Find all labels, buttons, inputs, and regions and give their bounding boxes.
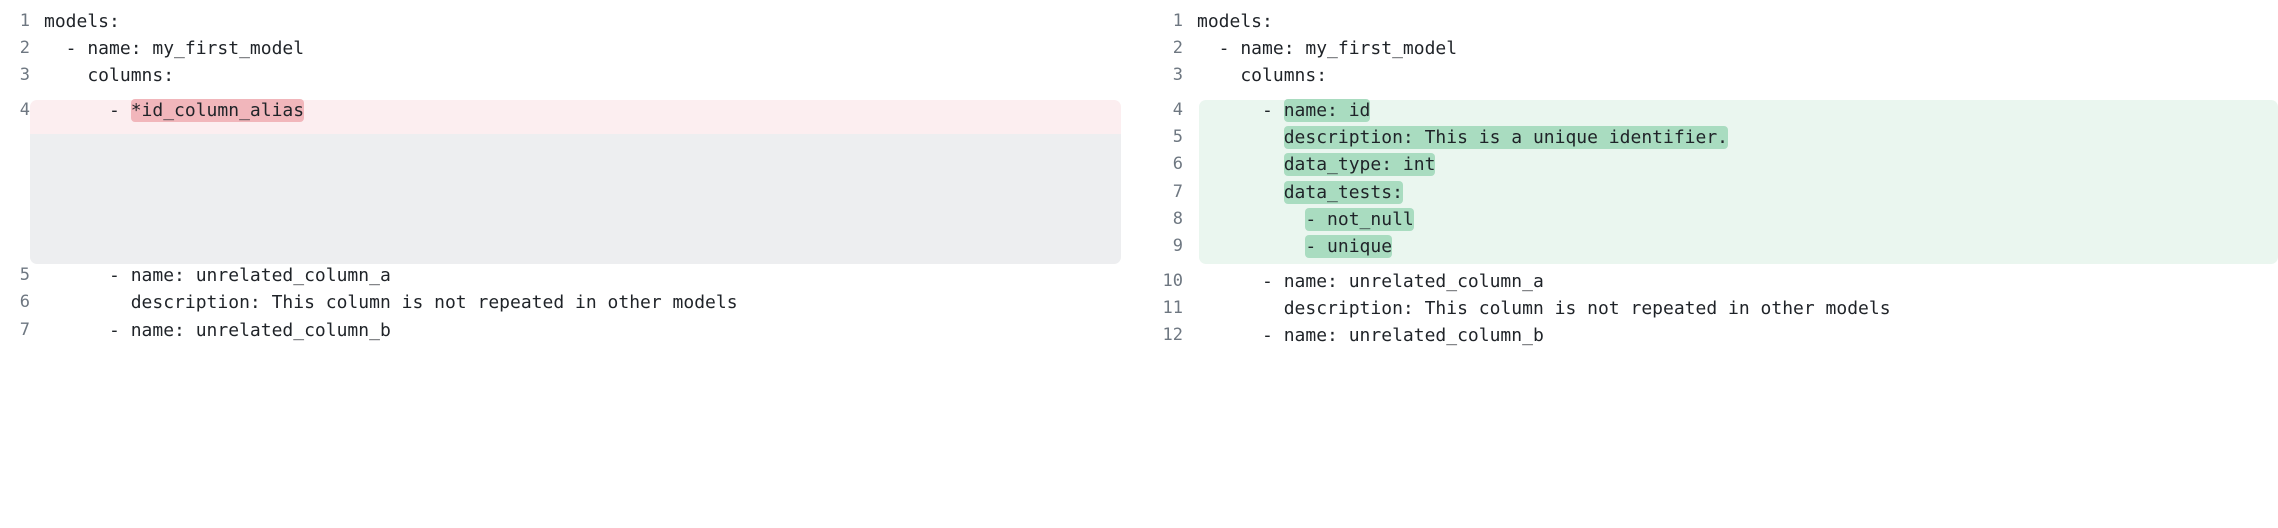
line-content: - unique xyxy=(1183,233,2278,260)
code-text: description: This column is not repeated… xyxy=(44,292,738,314)
line-number: 9 xyxy=(1172,235,1183,256)
line-number: 5 xyxy=(19,265,30,286)
line-content: - *id_column_alias xyxy=(30,97,1139,124)
code-text: - name: my_first_model xyxy=(1197,38,1458,60)
line-number: 2 xyxy=(1172,38,1183,59)
code-indent xyxy=(1197,154,1284,175)
added-token: - unique xyxy=(1305,234,1393,258)
line-number: 10 xyxy=(1162,270,1183,291)
code-line[interactable]: 1 models: xyxy=(0,8,1139,35)
hunk-gap xyxy=(1139,89,2278,97)
line-number: 1 xyxy=(1172,11,1183,31)
code-line-added[interactable]: 5 description: This is a unique identifi… xyxy=(1139,124,2278,151)
code-text: models: xyxy=(1197,11,1273,32)
code-line[interactable]: 3 columns: xyxy=(1139,62,2278,89)
line-content: description: This column is not repeated… xyxy=(30,289,1139,316)
hunk-gap xyxy=(1139,260,2278,268)
line-content: columns: xyxy=(1183,62,2278,89)
code-line-added[interactable]: 4 - name: id xyxy=(1139,97,2278,124)
code-line[interactable]: 3 columns: xyxy=(0,62,1139,89)
line-number: 1 xyxy=(19,11,30,31)
code-line[interactable]: 1 models: xyxy=(1139,8,2278,35)
top-spacer xyxy=(1139,0,2278,8)
code-line-deleted[interactable]: 4 - *id_column_alias xyxy=(0,97,1139,124)
line-number: 7 xyxy=(19,319,30,340)
added-token: name: id xyxy=(1283,99,1371,123)
deleted-token: *id_column_alias xyxy=(130,99,305,123)
line-number: 12 xyxy=(1162,325,1183,346)
code-indent xyxy=(1197,182,1284,203)
code-text: columns: xyxy=(1197,65,1328,87)
code-lines-before: 1 models: 2 - name: my_first_model 3 col… xyxy=(0,0,1139,344)
line-number: 4 xyxy=(19,100,30,121)
line-content: description: This column is not repeated… xyxy=(1183,295,2278,322)
filler-spacer xyxy=(0,124,1139,254)
added-token: data_type: int xyxy=(1283,153,1436,177)
code-text: - name: unrelated_column_a xyxy=(1197,270,1544,292)
code-indent xyxy=(1197,236,1305,257)
code-line-added[interactable]: 9 - unique xyxy=(1139,233,2278,260)
code-text: - name: unrelated_column_b xyxy=(44,319,391,341)
code-line[interactable]: 12 - name: unrelated_column_b xyxy=(1139,322,2278,349)
code-text: description: This column is not repeated… xyxy=(1197,297,1891,319)
line-content: models: xyxy=(30,8,1139,35)
code-line-added[interactable]: 7 data_tests: xyxy=(1139,179,2278,206)
line-content: - name: my_first_model xyxy=(1183,35,2278,62)
code-line[interactable]: 2 - name: my_first_model xyxy=(1139,35,2278,62)
line-number: 5 xyxy=(1172,127,1183,148)
diff-pane-before: 1 models: 2 - name: my_first_model 3 col… xyxy=(0,0,1139,344)
code-indent xyxy=(1197,127,1284,148)
code-indent: - xyxy=(1197,100,1284,122)
line-number: 3 xyxy=(1172,65,1183,86)
line-number: 6 xyxy=(1172,154,1183,175)
line-content: description: This is a unique identifier… xyxy=(1183,124,2278,151)
line-content: - name: unrelated_column_a xyxy=(1183,268,2278,295)
code-line-added[interactable]: 6 data_type: int xyxy=(1139,151,2278,178)
code-indent: - xyxy=(44,100,131,122)
line-number: 11 xyxy=(1162,297,1183,318)
code-line[interactable]: 6 description: This column is not repeat… xyxy=(0,289,1139,316)
added-token: - not_null xyxy=(1305,207,1414,231)
line-content: - not_null xyxy=(1183,206,2278,233)
code-line[interactable]: 5 - name: unrelated_column_a xyxy=(0,262,1139,289)
line-content: - name: unrelated_column_b xyxy=(30,317,1139,344)
added-token: data_tests: xyxy=(1283,180,1403,204)
hunk-gap xyxy=(0,89,1139,97)
code-text: - name: my_first_model xyxy=(44,38,305,60)
line-content: models: xyxy=(1183,8,2278,35)
code-line-added[interactable]: 8 - not_null xyxy=(1139,206,2278,233)
code-indent xyxy=(1197,209,1305,230)
code-lines-after: 1 models: 2 - name: my_first_model 3 col… xyxy=(1139,0,2278,349)
code-text: - name: unrelated_column_a xyxy=(44,265,391,287)
line-number: 3 xyxy=(19,65,30,86)
code-text: columns: xyxy=(44,65,175,87)
code-line[interactable]: 7 - name: unrelated_column_b xyxy=(0,317,1139,344)
line-number: 2 xyxy=(19,38,30,59)
diff-pane-after: 1 models: 2 - name: my_first_model 3 col… xyxy=(1139,0,2278,528)
line-content: - name: my_first_model xyxy=(30,35,1139,62)
line-content: - name: unrelated_column_b xyxy=(1183,322,2278,349)
code-line[interactable]: 2 - name: my_first_model xyxy=(0,35,1139,62)
line-content: - name: id xyxy=(1183,97,2278,124)
hunk-gap xyxy=(0,254,1139,262)
line-content: - name: unrelated_column_a xyxy=(30,262,1139,289)
code-line[interactable]: 11 description: This column is not repea… xyxy=(1139,295,2278,322)
line-number: 7 xyxy=(1172,181,1183,202)
line-number: 4 xyxy=(1172,100,1183,121)
line-content: columns: xyxy=(30,62,1139,89)
line-content: data_tests: xyxy=(1183,179,2278,206)
top-spacer xyxy=(0,0,1139,8)
line-content: data_type: int xyxy=(1183,151,2278,178)
code-line[interactable]: 10 - name: unrelated_column_a xyxy=(1139,268,2278,295)
line-number: 8 xyxy=(1172,208,1183,229)
added-token: description: This is a unique identifier… xyxy=(1283,126,1729,150)
line-number: 6 xyxy=(19,292,30,313)
code-text: models: xyxy=(44,11,120,32)
code-text: - name: unrelated_column_b xyxy=(1197,325,1544,347)
